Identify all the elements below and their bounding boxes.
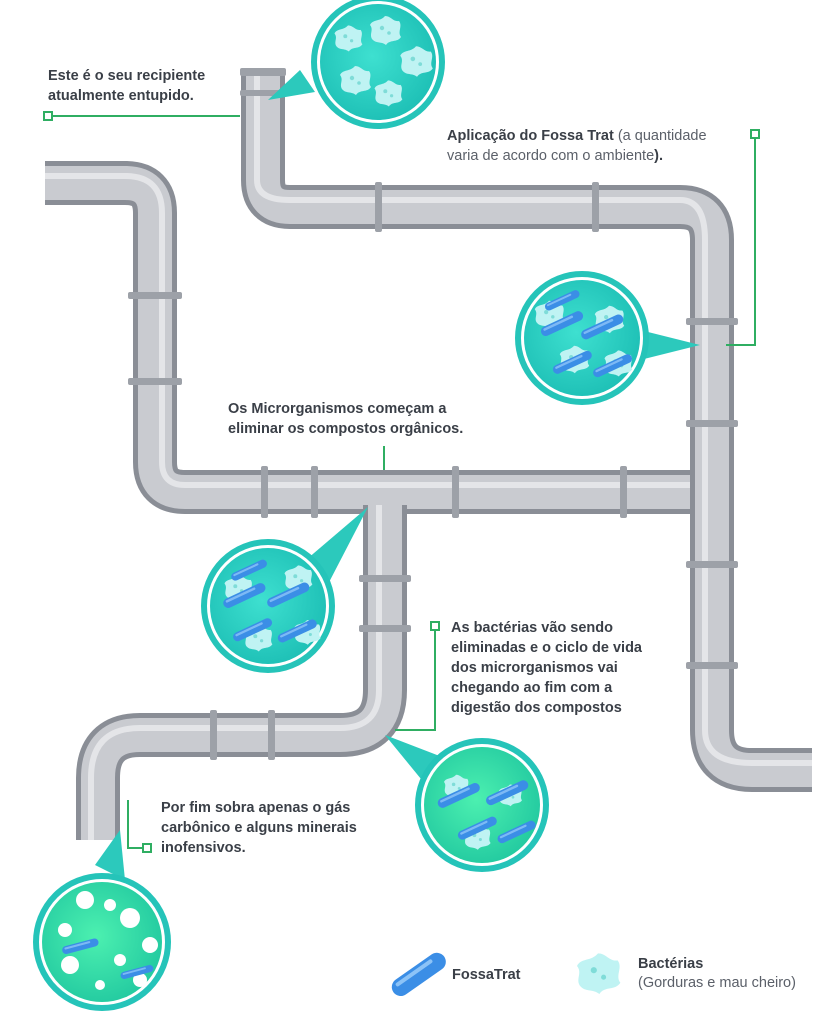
- annotation-bacteria-line4: chegando ao fim com a: [451, 680, 613, 696]
- legend-bacteria: Bactérias (Gorduras e mau cheiro): [638, 955, 796, 993]
- annotation-application: Aplicação do Fossa Trat (a quantidade va…: [447, 126, 707, 166]
- annotation-bacteria: As bactérias vão sendo eliminadas e o ci…: [451, 618, 642, 718]
- legend-bacteria-label: Bactérias: [638, 956, 704, 972]
- leader-lines: [48, 115, 756, 849]
- annotation-clogged-line2: atualmente entupido.: [48, 88, 194, 104]
- legend-fossatrat: FossaTrat: [452, 967, 521, 983]
- magnifier-circle-4: [385, 735, 549, 872]
- annotation-bacteria-line3: dos microrganismos vai: [451, 660, 618, 676]
- leader-ends: [43, 111, 760, 853]
- annotation-application-line2: varia de acordo com o ambiente: [447, 148, 655, 164]
- pipe-joints: [128, 68, 738, 760]
- pipes: [45, 75, 812, 840]
- annotation-application-end: ).: [654, 148, 664, 164]
- magnifier-circle-2: [515, 271, 700, 405]
- magnifier-circle-5: [33, 830, 171, 1011]
- annotation-bacteria-line1: As bactérias vão sendo: [451, 620, 613, 636]
- annotation-clogged-line1: Este é o seu recipiente: [48, 68, 206, 84]
- annotation-clogged: Este é o seu recipiente atualmente entup…: [48, 66, 205, 106]
- annotation-microorganisms-line1: Os Microrganismos começam a: [228, 401, 447, 417]
- annotation-microorganisms: Os Microrganismos começam a eliminar os …: [228, 399, 463, 439]
- annotation-bacteria-line5: digestão dos compostos: [451, 700, 622, 716]
- legend-bacteria-sub: (Gorduras e mau cheiro): [638, 975, 796, 991]
- annotation-final: Por fim sobra apenas o gás carbônico e a…: [161, 798, 357, 858]
- annotation-application-bold: Aplicação do Fossa Trat: [447, 128, 614, 144]
- annotation-application-rest1: (a quantidade: [613, 128, 707, 144]
- annotation-microorganisms-line2: eliminar os compostos orgânicos.: [228, 421, 464, 437]
- annotation-final-line1: Por fim sobra apenas o gás: [161, 800, 351, 816]
- magnifier-circle-1: [268, 0, 445, 129]
- annotation-final-line2: carbônico e alguns minerais: [161, 820, 357, 836]
- magnifier-circle-3: [201, 507, 368, 673]
- annotation-bacteria-line2: eliminadas e o ciclo de vida: [451, 640, 642, 656]
- bacteria-icon: [577, 953, 621, 994]
- capsule-icon: [391, 952, 446, 997]
- annotation-final-line3: inofensivos.: [161, 840, 246, 856]
